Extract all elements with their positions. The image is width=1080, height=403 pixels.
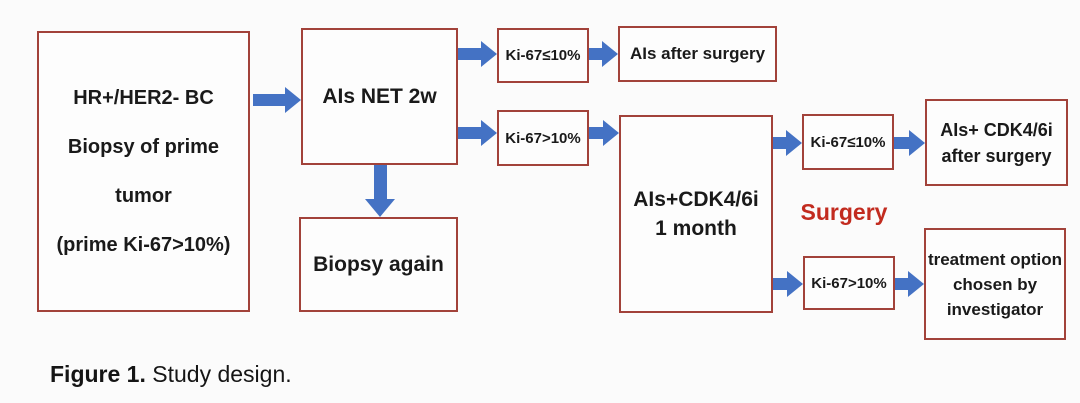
arrow-aisnet-to-biopsyagain bbox=[365, 165, 395, 217]
node-ki67-le10-second-label: Ki-67≤10% bbox=[810, 133, 886, 151]
figure-caption-text: Study design. bbox=[152, 361, 292, 387]
arrow-ki67le10-to-aisaftersurgery bbox=[589, 41, 618, 67]
arrow-aisnet-to-ki67gt10 bbox=[458, 120, 497, 146]
node-primary-tumor-line1: HR+/HER2- BC bbox=[73, 86, 214, 109]
node-ki67-gt10-second: Ki-67>10% bbox=[803, 256, 895, 310]
node-ais-cdk46i-after-surgery: AIs+ CDK4/6i after surgery bbox=[925, 99, 1068, 186]
figure-caption: Figure 1. Study design. bbox=[50, 361, 292, 388]
node-ais-net-2w-label: AIs NET 2w bbox=[322, 84, 437, 108]
node-treatment-option-line3: investigator bbox=[946, 299, 1044, 319]
arrow-primary-to-aisnet bbox=[253, 87, 301, 113]
node-ais-cdk46i-1month: AIs+CDK4/6i 1 month bbox=[619, 115, 773, 313]
node-primary-tumor-line3: (prime Ki-67>10%) bbox=[56, 233, 231, 256]
arrow-aiscdk-to-ki67gt10 bbox=[773, 271, 803, 297]
node-ki67-gt10-first: Ki-67>10% bbox=[497, 110, 589, 166]
label-surgery: Surgery bbox=[800, 199, 888, 225]
figure-caption-label: Figure 1. bbox=[50, 361, 146, 387]
node-primary-tumor: HR+/HER2- BC Biopsy of prime tumor (prim… bbox=[37, 31, 250, 312]
node-ais-net-2w: AIs NET 2w bbox=[301, 28, 458, 165]
node-ki67-gt10-second-label: Ki-67>10% bbox=[811, 274, 887, 292]
node-biopsy-again: Biopsy again bbox=[299, 217, 458, 312]
node-ais-cdk46i-1month-line2: 1 month bbox=[655, 217, 737, 240]
arrow-ki67le10-to-aiscdkafter bbox=[894, 130, 925, 156]
arrow-aiscdk-to-ki67le10 bbox=[773, 130, 802, 156]
arrow-aisnet-to-ki67le10 bbox=[458, 41, 497, 67]
node-biopsy-again-label: Biopsy again bbox=[313, 252, 444, 276]
node-ki67-gt10-first-label: Ki-67>10% bbox=[505, 129, 581, 147]
node-ki67-le10-first-label: Ki-67≤10% bbox=[505, 47, 581, 64]
node-treatment-option: treatment option chosen by investigator bbox=[924, 228, 1066, 340]
node-ais-after-surgery: AIs after surgery bbox=[618, 26, 777, 82]
node-ais-cdk46i-1month-line1: AIs+CDK4/6i bbox=[633, 188, 759, 211]
node-primary-tumor-line2: Biopsy of prime tumor bbox=[67, 135, 220, 207]
node-treatment-option-line2: chosen by bbox=[952, 274, 1038, 294]
node-ki67-le10-second: Ki-67≤10% bbox=[802, 114, 894, 170]
node-treatment-option-line1: treatment option bbox=[927, 249, 1063, 269]
node-ais-cdk46i-after-surgery-line2: after surgery bbox=[941, 145, 1052, 166]
node-ki67-le10-first: Ki-67≤10% bbox=[497, 28, 589, 83]
arrow-ki67gt10-to-aiscdk bbox=[589, 120, 619, 146]
node-ais-after-surgery-label: AIs after surgery bbox=[629, 44, 766, 63]
node-ais-cdk46i-after-surgery-line1: AIs+ CDK4/6i bbox=[940, 119, 1053, 140]
arrow-ki67gt10-to-treatment bbox=[895, 271, 924, 297]
